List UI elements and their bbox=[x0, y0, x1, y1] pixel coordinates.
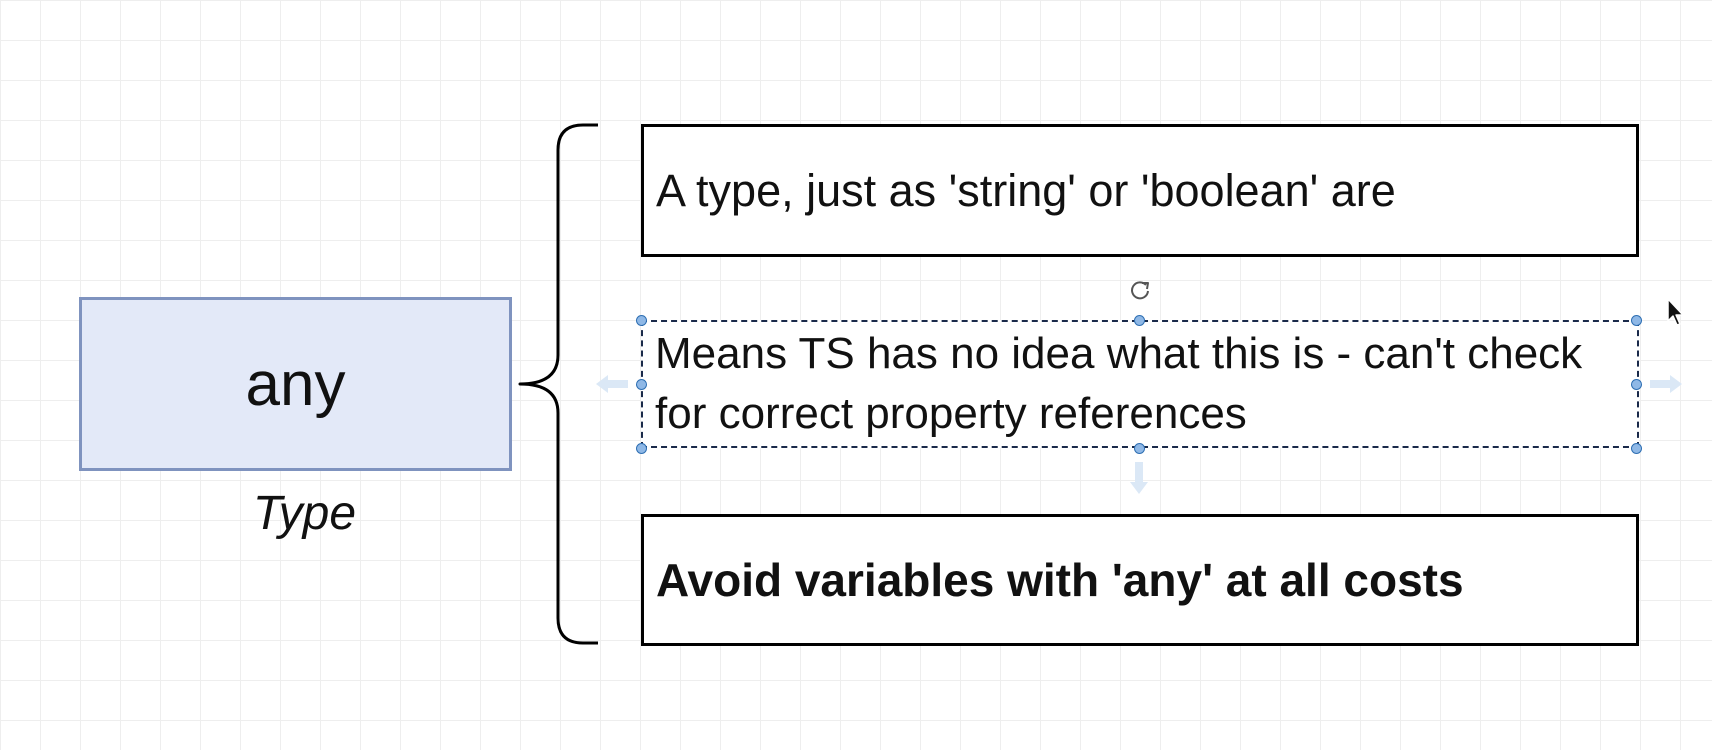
arrow-shape bbox=[1130, 462, 1148, 494]
resize-handle-top-right[interactable] bbox=[1631, 315, 1642, 326]
any-node[interactable]: any bbox=[79, 297, 512, 471]
connect-arrow-down-icon[interactable] bbox=[1127, 460, 1151, 496]
arrow-shape bbox=[1650, 375, 1682, 393]
resize-handle-top-left[interactable] bbox=[636, 315, 647, 326]
resize-handle-left[interactable] bbox=[636, 379, 647, 390]
connect-arrow-left-icon[interactable] bbox=[594, 372, 630, 396]
note-box-type-description[interactable]: A type, just as 'string' or 'boolean' ar… bbox=[641, 124, 1639, 257]
connect-arrow-right-icon[interactable] bbox=[1648, 372, 1684, 396]
rotate-icon[interactable] bbox=[1127, 277, 1153, 303]
arrow-shape bbox=[596, 375, 628, 393]
note-text: A type, just as 'string' or 'boolean' ar… bbox=[656, 164, 1396, 216]
resize-handle-right[interactable] bbox=[1631, 379, 1642, 390]
note-text: Avoid variables with 'any' at all costs bbox=[656, 554, 1464, 606]
resize-handle-top[interactable] bbox=[1134, 315, 1145, 326]
any-node-label: any bbox=[245, 349, 346, 419]
resize-handle-bottom-right[interactable] bbox=[1631, 443, 1642, 454]
note-text: Means TS has no idea what this is - can'… bbox=[655, 329, 1583, 438]
type-caption: Type bbox=[252, 487, 357, 540]
mouse-pointer-icon bbox=[1667, 298, 1684, 326]
note-box-no-type-check[interactable]: Means TS has no idea what this is - can'… bbox=[641, 320, 1639, 448]
resize-handle-bottom[interactable] bbox=[1134, 443, 1145, 454]
note-box-avoid-any[interactable]: Avoid variables with 'any' at all costs bbox=[641, 514, 1639, 646]
resize-handle-bottom-left[interactable] bbox=[636, 443, 647, 454]
